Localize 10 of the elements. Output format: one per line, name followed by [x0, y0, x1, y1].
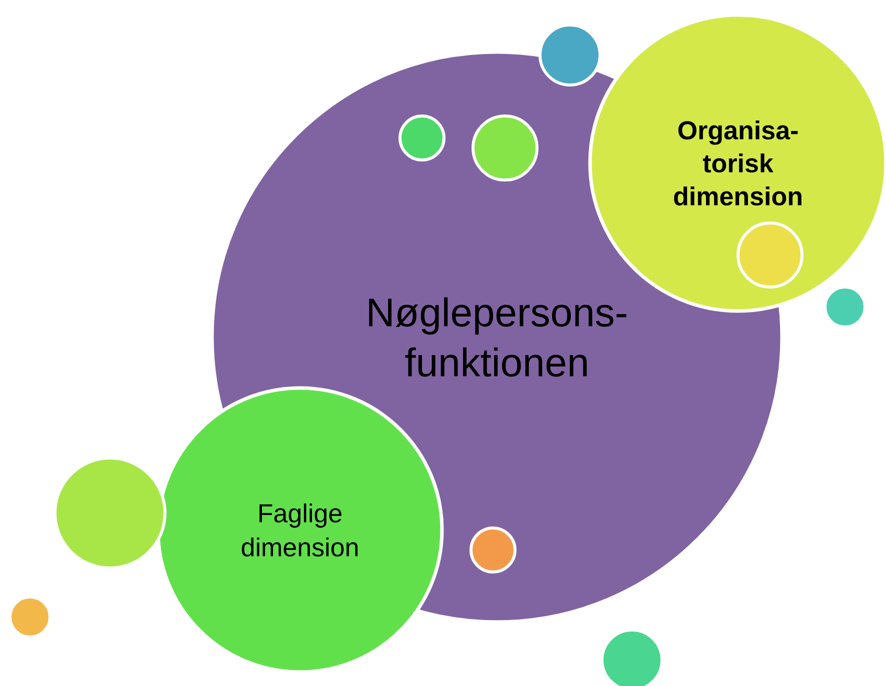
small-bubble — [54, 456, 166, 570]
small-bubble — [824, 286, 866, 328]
small-bubble — [8, 596, 52, 638]
small-bubble — [736, 222, 804, 288]
small-bubble — [472, 114, 538, 182]
large-bubble: Faglige dimension — [156, 386, 444, 674]
small-bubble — [600, 628, 664, 686]
small-bubble — [470, 526, 516, 574]
small-bubble — [538, 24, 602, 86]
small-bubble — [398, 114, 446, 162]
